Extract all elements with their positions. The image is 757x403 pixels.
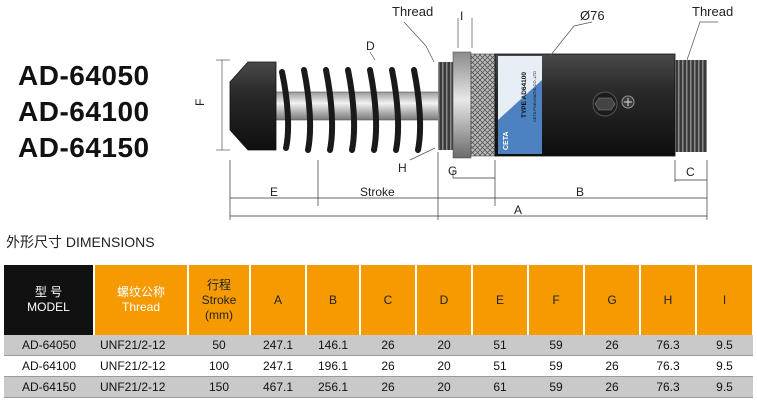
header-en: Stroke xyxy=(201,292,237,307)
header-cn: 型 号 xyxy=(34,285,63,299)
header-d: D xyxy=(416,265,473,335)
cell-g: 26 xyxy=(584,355,640,377)
section-title: 外形尺寸 DIMENSIONS xyxy=(6,234,155,250)
cell-a: 247.1 xyxy=(250,335,306,356)
cell-e: 51 xyxy=(472,355,528,377)
cell-c: 26 xyxy=(360,376,416,398)
cell-h: 76.3 xyxy=(640,335,696,356)
cell-d: 20 xyxy=(416,376,472,398)
cell-d: 20 xyxy=(416,335,472,356)
header-en: MODEL xyxy=(27,300,70,314)
cell-model: AD-64150 xyxy=(4,376,94,398)
cell-b: 146.1 xyxy=(306,335,360,356)
cell-stroke: 100 xyxy=(188,355,250,377)
header-unit: (mm) xyxy=(205,307,233,322)
table-row: AD-64150 UNF21/2-12 150 467.1 256.1 26 2… xyxy=(4,376,753,398)
cell-stroke: 150 xyxy=(188,376,250,398)
dim-stroke-label: Stroke xyxy=(360,185,395,199)
cell-g: 26 xyxy=(584,376,640,398)
cell-thread: UNF21/2-12 xyxy=(94,376,188,398)
header-row: 型 号 MODEL 螺纹公称 Thread 行程 Stroke (mm) A B… xyxy=(4,265,754,335)
cell-h: 76.3 xyxy=(640,355,696,377)
header-cn: 螺纹公称 xyxy=(116,285,165,299)
front-thread xyxy=(438,62,454,150)
cell-g: 26 xyxy=(584,335,640,356)
cell-a: 247.1 xyxy=(250,355,306,377)
header-g: G xyxy=(584,265,641,335)
cell-thread: UNF21/2-12 xyxy=(94,355,188,377)
table-row: AD-64100 UNF21/2-12 100 247.1 196.1 26 2… xyxy=(4,355,753,377)
cell-c: 26 xyxy=(360,355,416,377)
header-cn: 行程 xyxy=(206,277,231,292)
cell-h: 76.3 xyxy=(640,376,696,398)
header-h: H xyxy=(640,265,697,335)
model-list: AD-64050 AD-64100 AD-64150 xyxy=(18,58,150,166)
cell-c: 26 xyxy=(360,335,416,356)
rear-thread xyxy=(675,60,707,152)
cell-b: 196.1 xyxy=(306,355,360,377)
maker-text: CETA PNEUMATIC CO.,LTD xyxy=(532,71,537,122)
cell-e: 51 xyxy=(472,335,528,356)
model-name: AD-64150 xyxy=(18,132,150,163)
header-c: C xyxy=(360,265,417,335)
header-stroke: 行程 Stroke (mm) xyxy=(188,265,251,335)
dim-g-label: G xyxy=(448,164,457,178)
dim-diameter-label: Ø76 xyxy=(580,8,605,23)
cell-a: 467.1 xyxy=(250,376,306,398)
model-name: AD-64050 xyxy=(18,60,150,91)
cell-f: 59 xyxy=(528,355,584,377)
cell-e: 61 xyxy=(472,376,528,398)
header-e: E xyxy=(472,265,529,335)
dim-e-label: E xyxy=(270,185,278,199)
dim-f-label: F xyxy=(193,99,207,106)
header-a: A xyxy=(250,265,307,335)
spring xyxy=(279,67,424,153)
model-name: AD-64100 xyxy=(18,96,150,127)
header-thread: 螺纹公称 Thread xyxy=(94,265,189,335)
button-head xyxy=(229,61,277,151)
type-text: TYPE AD64100 xyxy=(521,72,528,118)
cell-i: 9.5 xyxy=(696,376,753,398)
cell-model: AD-64050 xyxy=(4,335,94,356)
shock-absorber-diagram: CETA TYPE AD64100 CETA PNEUMATIC CO.,LTD xyxy=(193,4,733,220)
header-i: I xyxy=(696,265,754,335)
cell-stroke: 50 xyxy=(188,335,250,356)
table-row: AD-64050 UNF21/2-12 50 247.1 146.1 26 20… xyxy=(4,335,753,356)
dim-c-label: C xyxy=(686,165,695,179)
dim-a-label: A xyxy=(514,203,522,217)
logo-text: CETA xyxy=(503,131,510,150)
cell-f: 59 xyxy=(528,376,584,398)
header-model: 型 号 MODEL xyxy=(4,265,95,335)
cell-model: AD-64100 xyxy=(4,355,94,377)
cell-thread: UNF21/2-12 xyxy=(94,335,188,356)
cell-i: 9.5 xyxy=(696,335,753,356)
cell-f: 59 xyxy=(528,335,584,356)
dim-d-label: D xyxy=(366,39,375,53)
cell-b: 256.1 xyxy=(306,376,360,398)
knurled-collar xyxy=(470,53,496,157)
thread-label-left: Thread xyxy=(392,4,433,19)
header-b: B xyxy=(306,265,361,335)
lock-nut xyxy=(452,51,472,159)
dim-h-label: H xyxy=(398,161,407,175)
header-f: F xyxy=(528,265,585,335)
dimension-table: 型 号 MODEL 螺纹公称 Thread 行程 Stroke (mm) A B… xyxy=(4,265,754,398)
cell-d: 20 xyxy=(416,355,472,377)
thread-label-right: Thread xyxy=(692,4,733,19)
cell-i: 9.5 xyxy=(696,355,753,377)
header-en: Thread xyxy=(121,300,161,314)
dim-b-label: B xyxy=(576,185,584,199)
dim-i-label: I xyxy=(460,9,463,23)
